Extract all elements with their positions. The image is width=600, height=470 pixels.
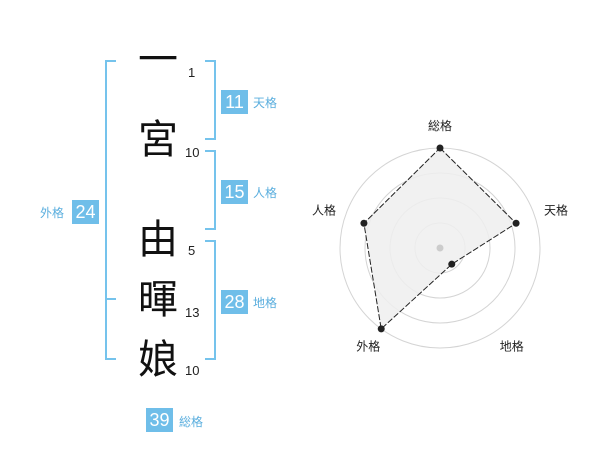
radar-series-area (363, 147, 517, 330)
stroke-count-4: 13 (185, 305, 200, 320)
tenkaku-bracket (205, 60, 216, 140)
radar-point-3 (448, 260, 456, 268)
name-char-4: 暉 (138, 277, 178, 323)
radar-center-dot (436, 244, 444, 252)
radar-point-1 (436, 144, 444, 152)
jinkaku-label: 人格 (253, 186, 278, 200)
tenkaku-value-badge: 11 (221, 90, 248, 114)
soukaku-label: 総格 (179, 415, 204, 429)
radar-axis-label-3: 地格 (500, 339, 524, 354)
name-char-2: 宮 (138, 117, 178, 163)
stroke-count-5: 10 (185, 363, 200, 378)
name-char-1: 一 (138, 37, 178, 83)
name-char-5: 娘 (138, 337, 178, 383)
gaikaku-bracket-tick (105, 298, 116, 300)
radar-axis-label-1: 総格 (428, 118, 452, 133)
chikaku-value-badge: 28 (221, 290, 248, 314)
name-char-3: 由 (138, 217, 178, 263)
radar-point-2 (512, 219, 520, 227)
radar-axis-label-2: 天格 (544, 202, 568, 217)
jinkaku-value-badge: 15 (221, 180, 248, 204)
chikaku-label: 地格 (253, 296, 278, 310)
gaikaku-value-badge: 24 (72, 200, 99, 224)
stroke-count-2: 10 (185, 145, 200, 160)
radar-point-4 (377, 325, 385, 333)
radar-axis-label-4: 外格 (356, 339, 380, 354)
radar-point-5 (360, 219, 368, 227)
tenkaku-label: 天格 (253, 96, 278, 110)
stroke-count-1: 1 (188, 65, 196, 80)
radar-axis-label-5: 人格 (312, 202, 336, 217)
gaikaku-bracket (105, 60, 116, 360)
stroke-count-3: 5 (188, 243, 196, 258)
gaikaku-label: 外格 (40, 206, 65, 220)
jinkaku-bracket (205, 150, 216, 230)
soukaku-value-badge: 39 (146, 408, 173, 432)
chikaku-bracket (205, 240, 216, 360)
